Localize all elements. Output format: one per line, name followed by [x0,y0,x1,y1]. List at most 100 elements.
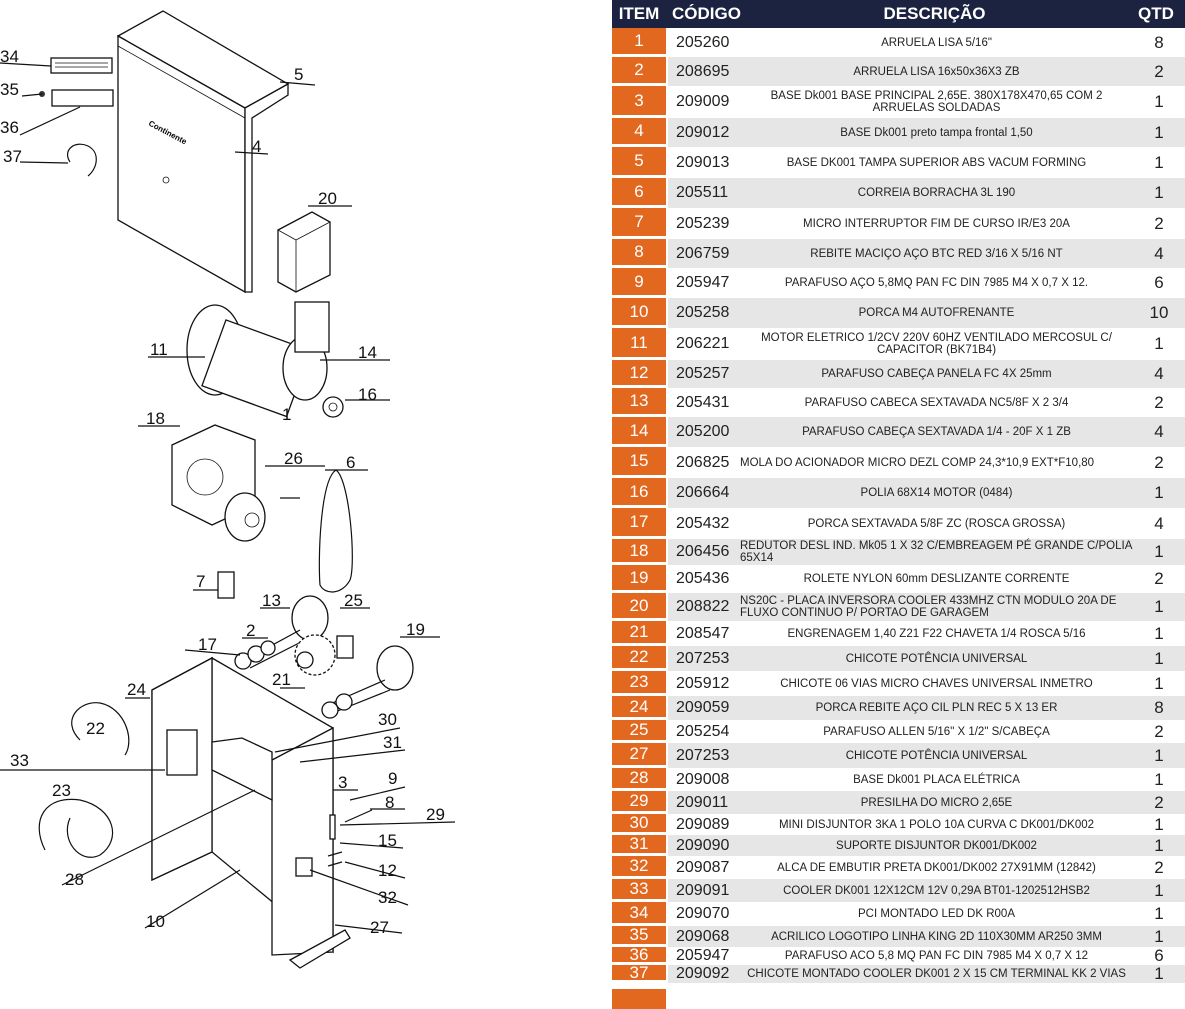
qtd-cell: 1 [1154,904,1164,923]
description-cell: PARAFUSO CABEÇA SEXTAVADA 1/4 - 20F X 1 … [802,426,1071,438]
description-cell: COOLER DK001 12X12CM 12V 0,29A BT01-1202… [783,884,1090,897]
description-cell: BASE Dk001 PLACA ELÉTRICA [853,773,1020,786]
qtd-cell: 4 [1154,513,1164,533]
code-cell: 209068 [676,927,730,945]
qtd-cell: 4 [1154,364,1164,383]
code-cell: 205260 [676,33,730,51]
code-cell: 209013 [676,153,730,171]
description-cell: ALCA DE EMBUTIR PRETA DK001/DK002 27X91M… [777,861,1096,874]
callout-31: 31 [383,733,402,752]
item-number-cell: 35 [612,925,666,944]
header-code: CÓDIGO [672,4,741,23]
leader-lines [0,62,456,934]
description-cell: PARAFUSO CABECA SEXTAVADA NC5/8F X 2 3/4 [804,396,1069,409]
qtd-cell: 1 [1154,183,1164,202]
item-number-cell: 10 [612,298,666,325]
item-number-cell: 37 [612,963,666,982]
shaft-gear-part [234,595,336,676]
qtd-cell: 2 [1154,392,1164,412]
item-number-cell: 4 [612,118,666,144]
callout-33: 33 [10,751,29,770]
item-number-cell: 25 [612,720,666,740]
base-housing-part [151,656,351,969]
code-cell: 207253 [676,746,730,764]
callout-7: 7 [196,572,205,591]
code-cell: 205912 [676,674,730,692]
description-cell: PORCA M4 AUTOFRENANTE [858,307,1015,319]
item-number-cell: 27 [612,743,666,765]
item-number-cell: 2 [612,57,666,83]
item-number-cell: 19 [612,565,666,590]
description-cell: MOTOR ELETRICO 1/2CV 220V 60HZ VENTILADO… [761,332,1112,356]
item-number-cell: 29 [612,791,666,811]
description-cell: ARRUELA LISA 5/16" [881,36,992,49]
code-cell: 205257 [676,365,730,382]
description-cell: MINI DISJUNTOR 3KA 1 POLO 10A CURVA C DK… [778,818,1095,831]
table-footer-cell [612,989,666,1009]
item-number-cell: 9 [612,268,666,295]
callout-12: 12 [378,861,397,880]
callout-30: 30 [378,710,397,729]
item-number-cell: 11 [612,328,666,357]
callout-8: 8 [385,793,394,812]
callout-25: 25 [344,591,363,610]
description-cell: MICRO INTERRUPTOR FIM DE CURSO IR/E3 20A [803,217,1070,230]
description-cell: CHICOTE POTÊNCIA UNIVERSAL [845,749,1028,762]
qtd-cell: 2 [1154,721,1164,741]
item-number-cell: 5 [612,147,666,175]
header-item: ITEM [618,4,660,23]
gearbox-part [171,424,266,542]
qtd-cell: 8 [1154,32,1164,52]
qtd-cell: 1 [1154,769,1164,789]
item-number-cell: 17 [612,508,666,536]
code-cell: 209092 [676,965,730,982]
qtd-cell: 1 [1154,542,1164,561]
code-cell: 205436 [676,570,730,587]
belt-part [318,469,353,593]
code-cell: 205239 [676,214,730,232]
callout-26: 26 [284,449,303,468]
callout-32: 32 [378,888,397,907]
header-description: DESCRIÇÃO [883,4,986,23]
callout-14: 14 [358,343,377,362]
code-cell: 209009 [676,93,730,110]
code-cell: 207253 [676,649,730,667]
micro-switch-2-part [336,635,354,659]
callout-6: 6 [346,453,355,472]
callout-22: 22 [86,719,105,738]
qtd-cell: 1 [1154,880,1164,900]
item-number-cell: 20 [612,593,666,618]
callout-36: 36 [0,118,19,137]
